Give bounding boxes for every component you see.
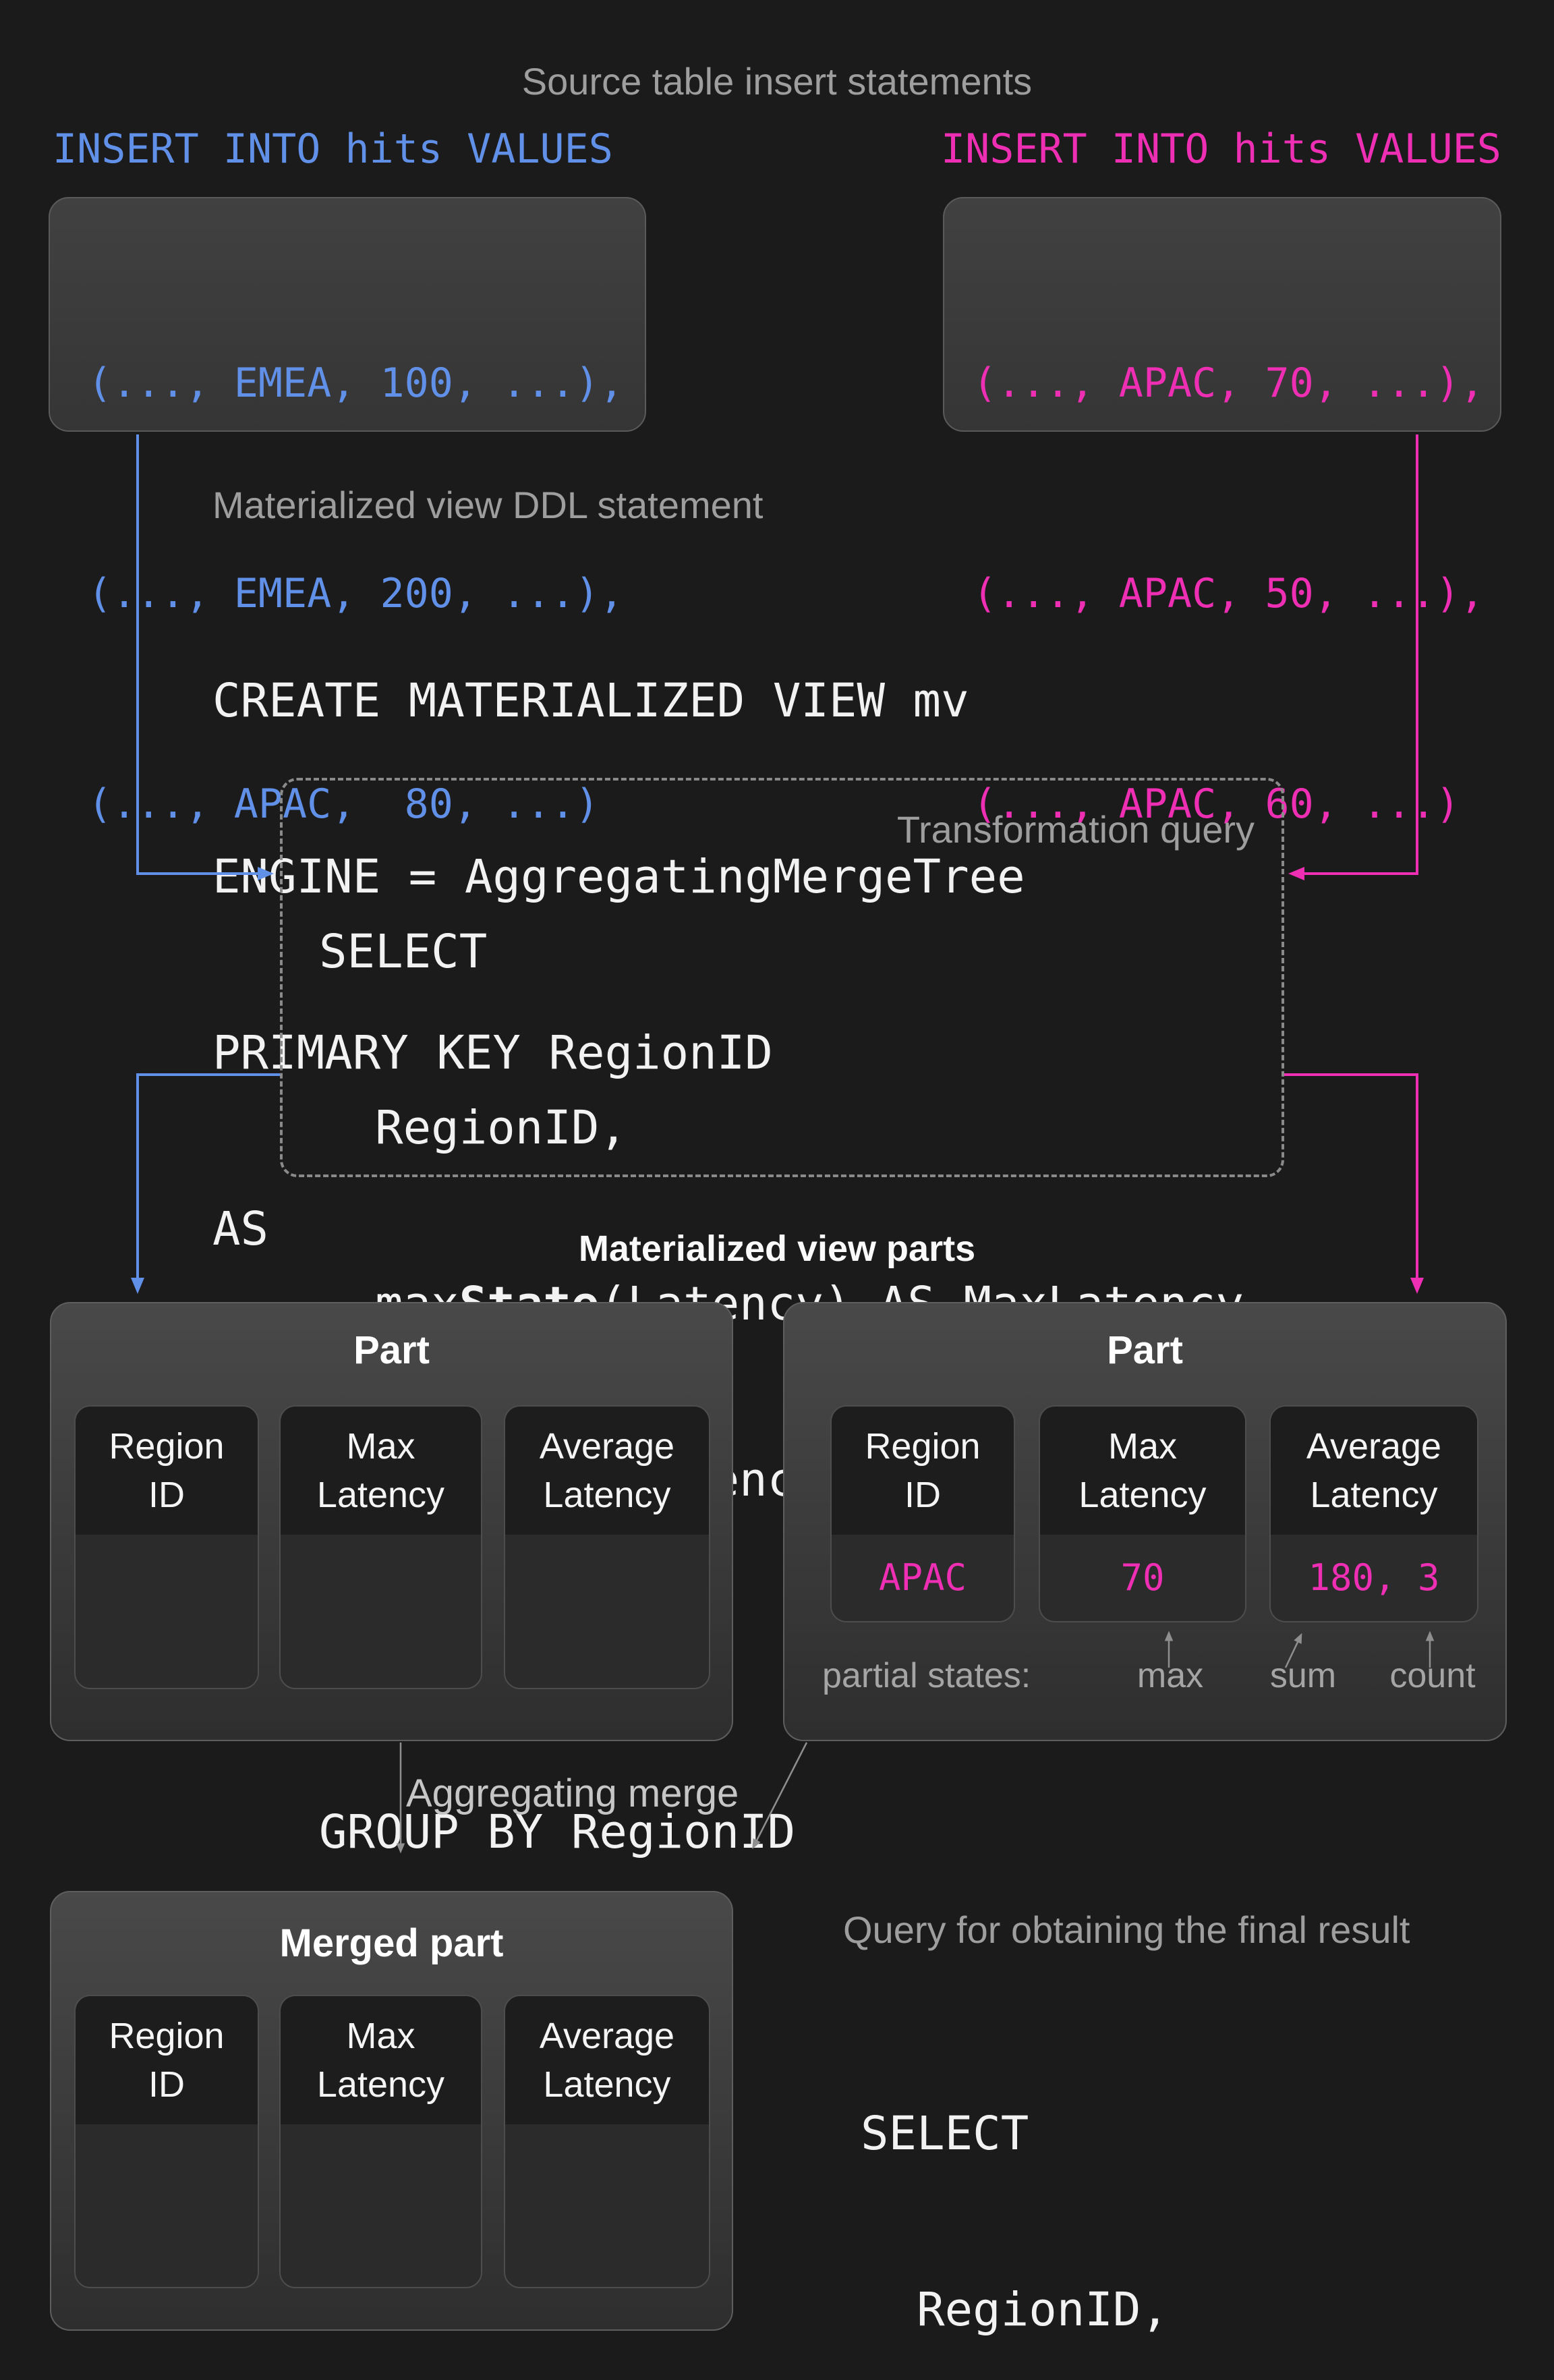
header-line: Latency <box>543 1475 671 1515</box>
column-values: 200 80 <box>281 1535 481 1688</box>
column-header: Region ID <box>76 1407 258 1535</box>
cell-value: 70 <box>1120 1556 1165 1599</box>
header-line: Region <box>109 1426 225 1467</box>
merged-part-box: Merged part Region ID EMEA APAC Max Late… <box>50 1891 733 2331</box>
cell-value: 200 <box>281 1684 481 1688</box>
part-right-column-average-latency: Average Latency 180, 3 <box>1269 1405 1478 1622</box>
merged-column-max-latency: Max Latency 200 80 <box>279 1995 482 2288</box>
final-query-heading: Query for obtaining the final result <box>843 1908 1410 1951</box>
partial-state-count-label: count <box>1389 1656 1476 1695</box>
part-right-title: Part <box>1107 1328 1183 1372</box>
fq-line: SELECT <box>861 2107 1029 2161</box>
ddl-line: CREATE MATERIALIZED VIEW mv <box>212 674 969 728</box>
header-line: Latency <box>316 1475 445 1515</box>
header-line: Latency <box>1310 1475 1438 1515</box>
part-left-column-region-id: Region ID EMEA APAC <box>74 1405 259 1689</box>
header-line: Latency <box>316 2064 445 2105</box>
header-line: ID <box>148 2064 185 2105</box>
ddl-line: PRIMARY KEY RegionID <box>212 1026 773 1080</box>
partial-state-max-label: max <box>1136 1656 1204 1695</box>
column-values: 200 80 <box>281 2124 481 2287</box>
column-header: Max Latency <box>281 1407 481 1535</box>
transformation-query-heading: Transformation query <box>896 808 1255 851</box>
column-values: 300, 2 260, 4 <box>505 2124 709 2287</box>
cell-value: 200 <box>281 2277 481 2287</box>
header-line: Latency <box>1078 1475 1207 1515</box>
part-left-column-max-latency: Max Latency 200 80 <box>279 1405 482 1689</box>
insert-statement-left-label: INSERT INTO hits VALUES <box>53 125 613 173</box>
cell-value: EMEA <box>76 1684 258 1688</box>
column-values: 180, 3 <box>1271 1535 1477 1621</box>
column-header: Region ID <box>832 1407 1014 1535</box>
partial-states-label: partial states: <box>822 1656 1031 1695</box>
column-values: EMEA APAC <box>76 2124 258 2287</box>
column-header: Max Latency <box>281 1996 481 2124</box>
partial-state-sum-label: sum <box>1269 1656 1337 1695</box>
part-box-left: Part Region ID EMEA APAC Max Latency 200… <box>50 1302 733 1741</box>
header-line: Max <box>346 2016 415 2056</box>
cell-value: EMEA <box>76 2277 258 2287</box>
header-line: Region <box>865 1426 981 1467</box>
column-header: Max Latency <box>1040 1407 1245 1535</box>
column-header: Average Latency <box>1271 1407 1477 1535</box>
header-line: Average <box>1306 1426 1442 1467</box>
transformation-query-box: Transformation query SELECT RegionID, ma… <box>280 778 1284 1859</box>
cell-value: APAC <box>878 1556 967 1599</box>
header-line: ID <box>904 1475 941 1515</box>
header-line: Average <box>539 2016 675 2056</box>
column-header: Average Latency <box>505 1996 709 2124</box>
column-values: 300, 2 80, 1 <box>505 1535 709 1688</box>
header-line: Latency <box>543 2064 671 2105</box>
merged-part-title: Merged part <box>279 1921 504 1965</box>
part-box-right: Part Region ID APAC Max Latency 70 Avera… <box>783 1302 1507 1741</box>
insert-statement-right-label: INSERT INTO hits VALUES <box>941 125 1501 173</box>
header-line: Max <box>346 1426 415 1467</box>
insert-left-row: (..., EMEA, 100, ...), <box>88 360 624 407</box>
source-tables-heading: Source table insert statements <box>521 60 1033 103</box>
materialized-view-parts-heading: Materialized view parts <box>578 1228 976 1269</box>
merged-column-average-latency: Average Latency 300, 2 260, 4 <box>504 1995 710 2288</box>
aggregating-merge-label: Aggregating merge <box>406 1772 739 1815</box>
header-line: Max <box>1107 1426 1177 1467</box>
insert-values-left-box: (..., EMEA, 100, ...), (..., EMEA, 200, … <box>49 197 646 828</box>
part-right-column-max-latency: Max Latency 70 <box>1039 1405 1246 1622</box>
column-values: EMEA APAC <box>76 1535 258 1688</box>
fq-line: RegionID, <box>861 2283 1169 2337</box>
header-line: Region <box>109 2016 225 2056</box>
insert-right-row: (..., APAC, 50, ...), <box>973 570 1485 617</box>
cell-value: 300, 2 <box>505 2277 709 2287</box>
column-header: Average Latency <box>505 1407 709 1535</box>
cell-value: 300, 2 <box>505 1684 709 1688</box>
insert-values-right-box: (..., APAC, 70, ...), (..., APAC, 50, ..… <box>943 197 1501 828</box>
header-line: ID <box>148 1475 185 1515</box>
merged-column-region-id: Region ID EMEA APAC <box>74 1995 259 2288</box>
column-header: Region ID <box>76 1996 258 2124</box>
part-left-title: Part <box>353 1328 430 1372</box>
header-line: Average <box>539 1426 675 1467</box>
insert-right-row: (..., APAC, 70, ...), <box>973 360 1485 407</box>
ddl-heading: Materialized view DDL statement <box>212 484 764 526</box>
cell-value: 180, 3 <box>1308 1556 1440 1599</box>
column-values: APAC <box>832 1535 1014 1621</box>
tq-line: RegionID, <box>319 1101 627 1155</box>
column-values: 70 <box>1040 1535 1245 1621</box>
part-right-column-region-id: Region ID APAC <box>830 1405 1015 1622</box>
part-left-column-average-latency: Average Latency 300, 2 80, 1 <box>504 1405 710 1689</box>
tq-line: SELECT <box>319 925 488 979</box>
